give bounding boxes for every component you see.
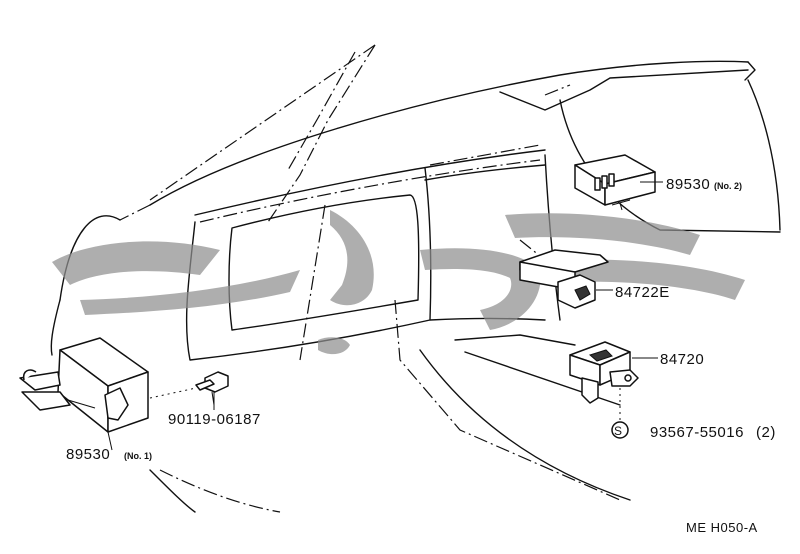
part-number: 90119-06187 — [168, 411, 261, 428]
part-label-screw: S 93567-55016 (2) — [611, 421, 776, 441]
part-number: 93567-55016 — [650, 424, 744, 441]
switch-drawing — [569, 341, 639, 404]
switch-e-drawing — [519, 249, 609, 309]
part-number: 84722E — [615, 284, 670, 301]
bolt-drawing — [195, 371, 229, 406]
screw-symbol-icon — [611, 421, 629, 439]
part-number: 89530 — [666, 176, 710, 193]
part-quantity: (2) — [756, 424, 776, 441]
unit-no1-drawing — [19, 337, 149, 433]
part-label-unit-no1: 89530 (No. 1) — [66, 446, 152, 463]
part-number: 89530 — [66, 446, 110, 463]
unit-no2-drawing — [574, 154, 656, 211]
part-note: (No. 1) — [124, 451, 152, 461]
part-label-unit-no2: 89530 (No. 2) — [666, 176, 742, 193]
part-label-bolt: 90119-06187 — [168, 411, 261, 428]
screw-symbol: S — [614, 424, 623, 438]
part-label-switch-e: 84722E — [615, 284, 670, 301]
figure-code: ME H050-A — [686, 520, 758, 535]
leader-lines — [107, 181, 663, 451]
part-number: 84720 — [660, 351, 704, 368]
part-note: (No. 2) — [714, 181, 742, 191]
watermark — [52, 210, 745, 355]
part-label-switch: 84720 — [660, 351, 704, 368]
